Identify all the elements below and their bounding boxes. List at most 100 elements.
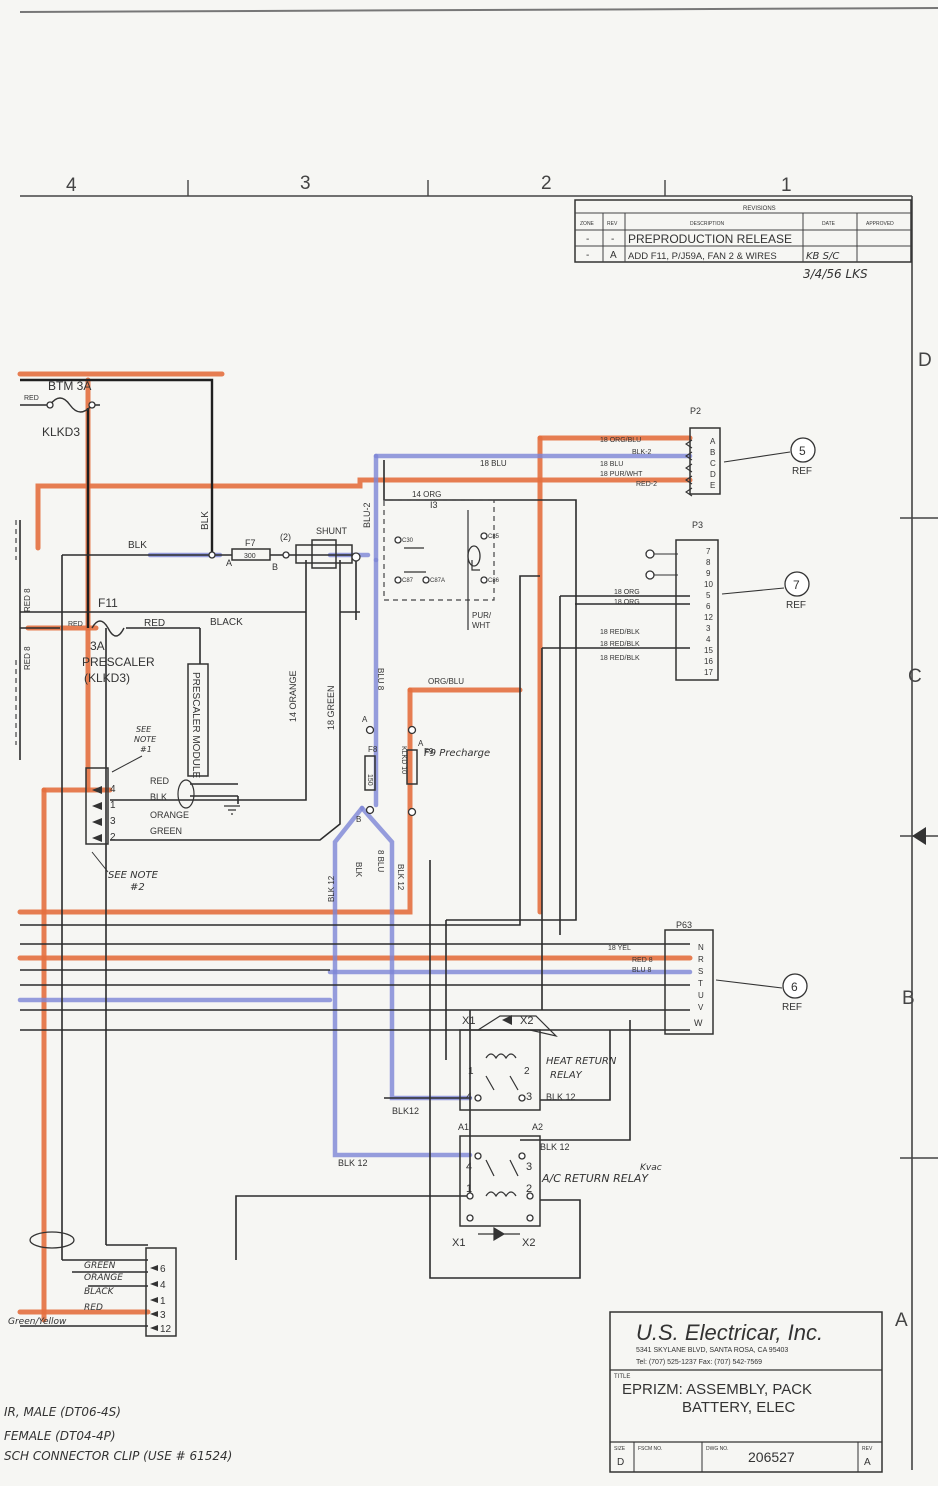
p3-wire-5: 18 RED/BLK (600, 655, 640, 662)
zone-col-2: 2 (541, 173, 552, 194)
blu-8-label: 8 BLU (376, 850, 385, 872)
conn-pin-4: 4 (110, 784, 116, 795)
f9-value: KLKD 10 (400, 746, 407, 774)
ac-relay-label: A/C RETURN RELAY (541, 1172, 649, 1185)
bottom-wire-red: RED (84, 1303, 103, 1313)
ac-relay-wire-in: BLK 12 (338, 1158, 368, 1168)
zone-row-c: C (908, 666, 922, 687)
relay-c86: C86 (488, 578, 500, 584)
p2-pin-e: E (710, 481, 715, 490)
ac-return-relay (459, 1135, 541, 1242)
pur-wht-label-2: WHT (472, 621, 490, 630)
bottom-connector (29, 1231, 177, 1337)
green-18-label: 18 GREEN (326, 685, 336, 730)
p63-wire-blu8: BLU 8 (632, 967, 652, 974)
p2-wire-c: 18 BLU (600, 461, 623, 468)
drawing-border (20, 180, 938, 1470)
heat-relay-t1: 1 (468, 1066, 474, 1077)
p63-pin-n: N (698, 943, 704, 952)
heat-relay-t4: 4 (466, 1091, 472, 1103)
p3-pin-4: 4 (706, 635, 711, 644)
black-wires (19, 378, 690, 1327)
relay-c87a: C87A (430, 578, 445, 584)
heat-return-relay (459, 1015, 558, 1111)
p3-wire-4: 18 RED/BLK (600, 641, 640, 648)
p2-wire-e: RED-2 (636, 481, 657, 488)
relay-org14-label: 14 ORG (412, 490, 441, 499)
f9-a-label: A (418, 739, 424, 748)
conn-wire-blk: BLK (150, 792, 167, 802)
p63-label: P63 (676, 920, 692, 930)
ac-relay-wire-out: BLK 12 (540, 1142, 570, 1152)
ac-relay-t3: 3 (526, 1161, 532, 1173)
dwg-label: DWG NO. (706, 1446, 729, 1452)
f9-label: F9 (424, 747, 434, 756)
size-value: D (617, 1457, 624, 1468)
title-label: TITLE (614, 1374, 630, 1380)
f7-fuse (208, 548, 290, 561)
shunt-label: SHUNT (316, 526, 348, 536)
orange-14-label: 14 ORANGE (288, 670, 298, 722)
heat-relay-x1: X1 (462, 1015, 475, 1027)
see-note2-arrow (91, 851, 109, 873)
top-scan-edge (19, 7, 938, 13)
rev-note: 3/4/56 LKS (803, 267, 868, 281)
red8-label-a: RED 8 (23, 588, 32, 612)
note-line-2: FEMALE (DT04-4P) (4, 1429, 116, 1443)
shunt-number: (2) (280, 532, 291, 542)
relay-c85: C85 (488, 534, 500, 540)
p3-pin-6: 6 (706, 602, 711, 611)
ac-relay-kvac: Kvac (640, 1163, 662, 1173)
f7-a-label: A (226, 558, 232, 568)
relay-i3-label: I3 (430, 500, 438, 510)
heat-relay-t2: 2 (524, 1066, 530, 1077)
f7-b-label: B (272, 562, 278, 572)
btm-label: BTM 3A (48, 379, 91, 393)
conn-wire-orange: ORANGE (150, 810, 189, 820)
f11-red-label-b: RED (144, 618, 165, 629)
drawing-title-1: EPRIZM: ASSEMBLY, PACK (622, 1381, 812, 1398)
shunt (295, 539, 361, 569)
f8-a-label: A (362, 715, 368, 724)
p3-wire-1: 18 ORG (614, 589, 640, 596)
rev-col-desc: DESCRIPTION (690, 221, 725, 227)
rev-col-date: DATE (822, 221, 836, 227)
rev-col-rev: REV (607, 221, 618, 227)
p3-pin-12: 12 (704, 613, 713, 622)
heat-relay-t3: 3 (526, 1091, 532, 1103)
see-note1-line2: NOTE (134, 735, 157, 744)
prescaler-module (187, 663, 209, 777)
btm-fuse (46, 397, 96, 413)
relay-c30: C30 (402, 538, 414, 544)
note-line-1: IR, MALE (DT06-4S) (4, 1405, 121, 1419)
rev-row2-date: KB S/C (806, 251, 839, 262)
blk-label-b: BLK (200, 511, 211, 530)
blu8-label: BLU 8 (376, 668, 385, 691)
p3-pin-3: 3 (706, 624, 711, 633)
orgblu-label: ORG/BLU (428, 677, 464, 686)
f7-value: 300 (244, 553, 256, 560)
ac-relay-x1: X1 (452, 1237, 465, 1249)
ac-relay-a2: A2 (532, 1122, 543, 1132)
p63-pin-t: T (698, 979, 703, 988)
p63-pin-s: S (698, 967, 703, 976)
rev-label: REV (862, 1446, 873, 1452)
red8-label-b: RED 8 (23, 646, 32, 670)
see-note2-line2: #2 (130, 882, 145, 893)
rev-col-zone: ZONE (580, 221, 595, 227)
p3-pin-5: 5 (706, 591, 711, 600)
see-note1-arrow (111, 755, 143, 773)
f8-b-label: B (356, 815, 361, 824)
heat-relay-wire-out: BLK 12 (546, 1092, 576, 1102)
p3-pin-15: 15 (704, 646, 713, 655)
p2-label: P2 (690, 406, 701, 416)
p3-pin-17: 17 (704, 668, 713, 677)
see-note2-line1: SEE NOTE (108, 870, 159, 881)
p2-wire-d: 18 PUR/WHT (600, 471, 643, 478)
p63-wire-red8: RED 8 (632, 957, 653, 964)
f8-value: 150 (366, 774, 373, 786)
p2-pin-a: A (710, 437, 716, 446)
p3-pin-16: 16 (704, 657, 713, 666)
f11-fuse (91, 620, 125, 637)
p3-ref-label: REF (786, 600, 806, 611)
